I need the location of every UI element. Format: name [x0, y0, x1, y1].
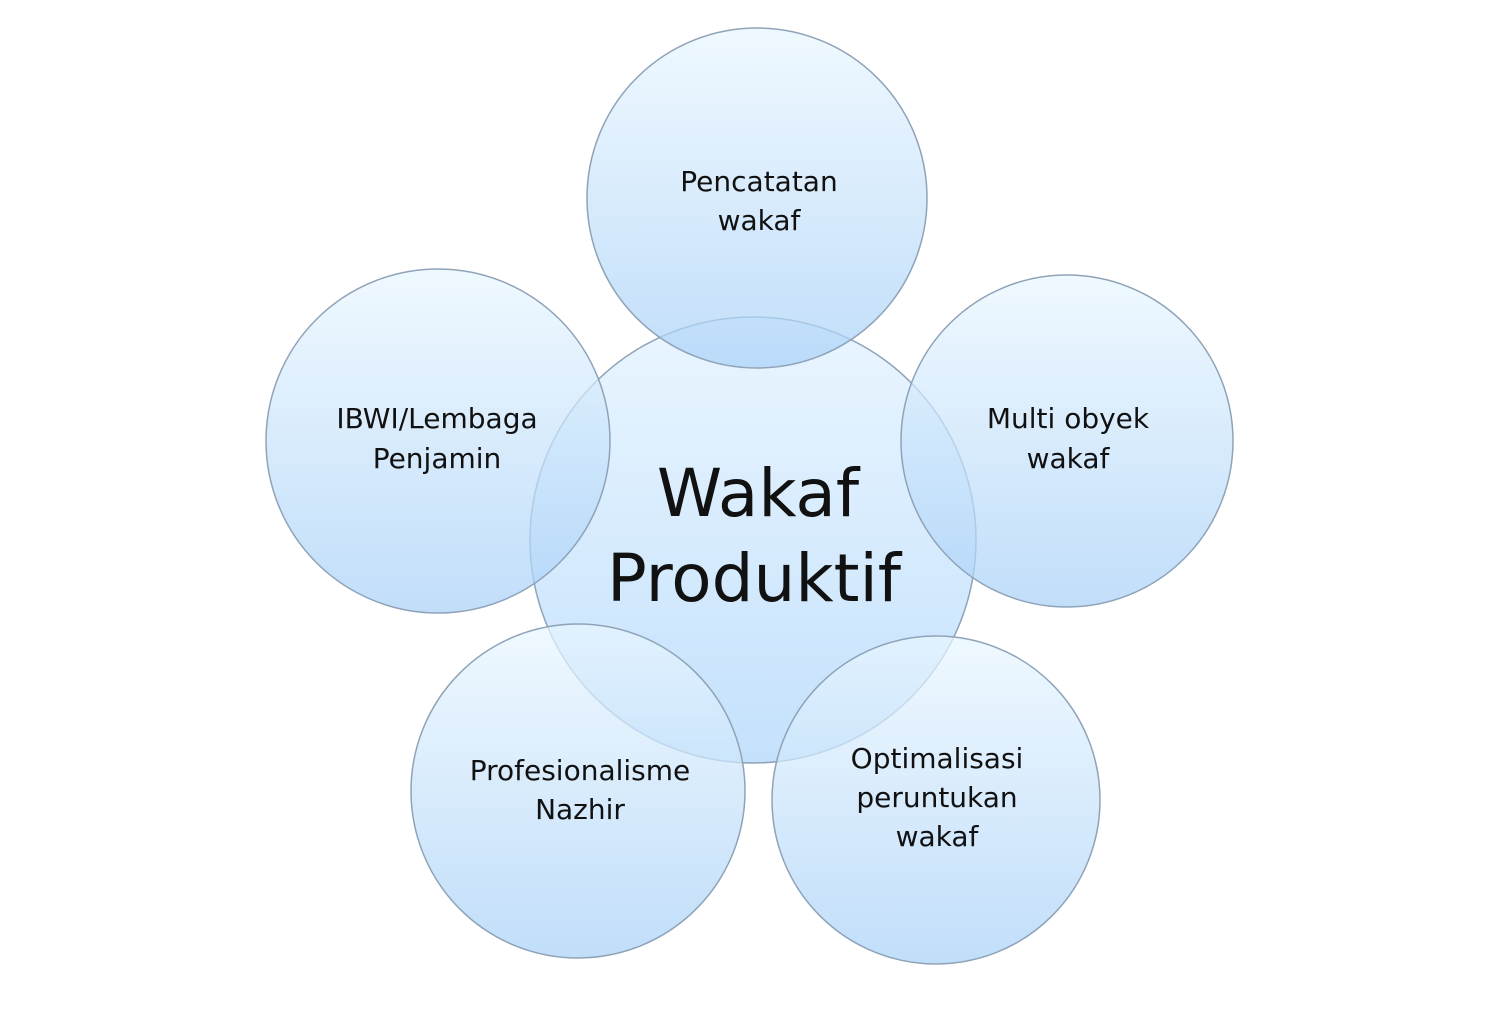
- node-circle-ibwi: [265, 268, 611, 614]
- node-label-multi-obyek-line2: wakaf: [1027, 442, 1111, 475]
- node-label-optimalisasi-line1: Optimalisasi: [851, 742, 1024, 775]
- center-label-line1: Wakaf: [657, 455, 861, 532]
- node-label-ibwi-line2: Penjamin: [373, 442, 502, 475]
- node-circle-pencatatan: [586, 27, 928, 369]
- center-label-line2: Produktif: [607, 540, 903, 617]
- node-label-profesionalisme-line2: Nazhir: [535, 793, 625, 826]
- node-label-ibwi-line1: IBWI/Lembaga: [336, 402, 537, 435]
- node-circle-multi-obyek: [900, 274, 1234, 608]
- node-label-optimalisasi-line2: peruntukan: [856, 781, 1017, 814]
- node-label-optimalisasi-line3: wakaf: [896, 820, 980, 853]
- node-label-pencatatan-line1: Pencatatan: [680, 165, 837, 198]
- node-label-profesionalisme-line1: Profesionalisme: [470, 754, 691, 787]
- node-circle-profesionalisme: [410, 623, 746, 959]
- node-label-pencatatan-line2: wakaf: [718, 204, 802, 237]
- node-label-multi-obyek-line1: Multi obyek: [987, 402, 1150, 435]
- node-circle-optimalisasi: [771, 635, 1101, 965]
